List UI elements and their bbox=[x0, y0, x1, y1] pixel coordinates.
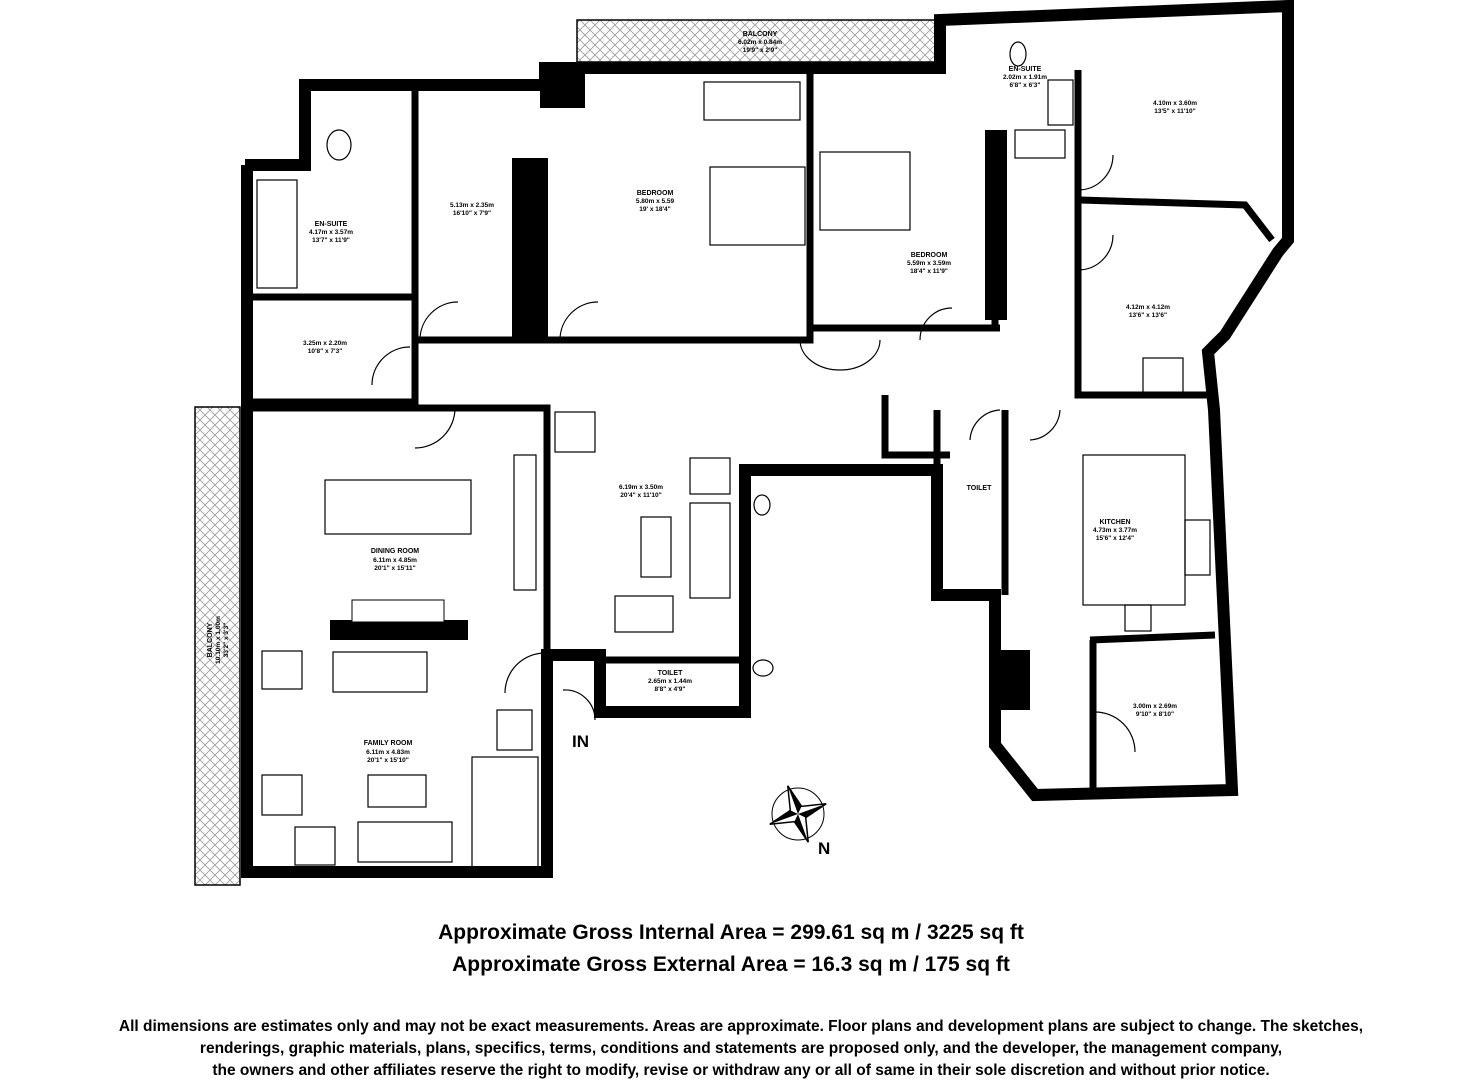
svg-text:BALCONY: BALCONY bbox=[743, 31, 778, 38]
svg-text:3.25m x 2.20m: 3.25m x 2.20m bbox=[303, 340, 347, 347]
svg-text:6.19m x 3.50m: 6.19m x 3.50m bbox=[619, 484, 663, 491]
svg-text:2.65m x 1.44m: 2.65m x 1.44m bbox=[648, 678, 692, 685]
svg-text:EN-SUITE: EN-SUITE bbox=[315, 221, 348, 228]
svg-text:9'10" x 8'10": 9'10" x 8'10" bbox=[1136, 711, 1174, 718]
svg-text:4.73m x 3.77m: 4.73m x 3.77m bbox=[1093, 527, 1137, 534]
svg-text:5.13m x 2.35m: 5.13m x 2.35m bbox=[450, 202, 494, 209]
svg-text:6.11m x 4.85m: 6.11m x 4.85m bbox=[373, 557, 417, 564]
svg-text:2.02m x 1.91m: 2.02m x 1.91m bbox=[1003, 74, 1047, 81]
svg-text:20'4" x 11'10": 20'4" x 11'10" bbox=[620, 492, 661, 499]
svg-text:4.10m x 3.60m: 4.10m x 3.60m bbox=[1153, 100, 1197, 107]
svg-text:10'8" x 7'3": 10'8" x 7'3" bbox=[308, 348, 343, 355]
svg-text:EN-SUITE: EN-SUITE bbox=[1009, 66, 1042, 73]
svg-text:13'5" x 11'10": 13'5" x 11'10" bbox=[1154, 108, 1195, 115]
disclaimer-line: All dimensions are estimates only and ma… bbox=[118, 1018, 1364, 1035]
svg-text:10.10m x 1.00m: 10.10m x 1.00m bbox=[215, 616, 222, 664]
interior-walls bbox=[247, 62, 1275, 790]
balcony-left bbox=[194, 406, 241, 886]
doors bbox=[371, 154, 1136, 753]
svg-text:16'10" x 7'9": 16'10" x 7'9" bbox=[453, 210, 491, 217]
gross-internal-area: Approximate Gross Internal Area = 299.61… bbox=[438, 921, 1024, 944]
svg-text:5.80m x 5.59: 5.80m x 5.59 bbox=[636, 198, 675, 205]
compass-north-label: N bbox=[818, 839, 830, 858]
svg-text:6.11m x 4.83m: 6.11m x 4.83m bbox=[366, 749, 410, 756]
svg-text:4.12m x 4.12m: 4.12m x 4.12m bbox=[1126, 304, 1170, 311]
entrance-label: IN bbox=[572, 732, 589, 751]
gross-external-area: Approximate Gross External Area = 16.3 s… bbox=[452, 953, 1010, 976]
exterior-walls bbox=[241, 0, 1294, 878]
svg-text:KITCHEN: KITCHEN bbox=[1099, 519, 1130, 526]
svg-text:8'8" x 4'9": 8'8" x 4'9" bbox=[655, 686, 686, 693]
svg-text:BEDROOM: BEDROOM bbox=[911, 252, 948, 259]
svg-text:TOILET: TOILET bbox=[658, 670, 683, 677]
disclaimer: All dimensions are estimates only and ma… bbox=[0, 1016, 1482, 1082]
svg-text:TOILET: TOILET bbox=[967, 485, 992, 492]
compass-icon bbox=[769, 785, 827, 843]
disclaimer-line: renderings, graphic materials, plans, sp… bbox=[199, 1040, 1283, 1057]
svg-text:FAMILY ROOM: FAMILY ROOM bbox=[364, 740, 413, 747]
svg-text:4.17m x 3.57m: 4.17m x 3.57m bbox=[309, 229, 353, 236]
svg-text:33'2" x 3'3": 33'2" x 3'3" bbox=[223, 623, 230, 658]
svg-text:18'4" x 11'9": 18'4" x 11'9" bbox=[910, 268, 948, 275]
furniture bbox=[256, 41, 1211, 868]
svg-text:5.59m x 3.59m: 5.59m x 3.59m bbox=[907, 260, 951, 267]
svg-text:15'6" x 12'4": 15'6" x 12'4" bbox=[1096, 535, 1134, 542]
svg-text:19' x 18'4": 19' x 18'4" bbox=[639, 206, 670, 213]
svg-text:6'8" x 6'3": 6'8" x 6'3" bbox=[1010, 82, 1041, 89]
svg-text:19'9" x 2'9": 19'9" x 2'9" bbox=[743, 47, 778, 54]
svg-text:DINING ROOM: DINING ROOM bbox=[371, 548, 419, 555]
disclaimer-line: the owners and other affiliates reserve … bbox=[212, 1062, 1270, 1079]
svg-text:13'7" x 11'9": 13'7" x 11'9" bbox=[312, 237, 350, 244]
room-toilet-center: TOILET bbox=[967, 485, 992, 492]
svg-text:6.02m x 0.84m: 6.02m x 0.84m bbox=[738, 39, 782, 46]
svg-text:20'1" x 15'10": 20'1" x 15'10" bbox=[367, 757, 409, 764]
svg-text:3.00m x 2.69m: 3.00m x 2.69m bbox=[1133, 703, 1177, 710]
svg-text:20'1" x 15'11": 20'1" x 15'11" bbox=[374, 565, 415, 572]
svg-text:13'6" x 13'6": 13'6" x 13'6" bbox=[1129, 312, 1167, 319]
svg-text:BALCONY: BALCONY bbox=[207, 622, 214, 657]
balcony-top bbox=[576, 19, 941, 63]
svg-text:BEDROOM: BEDROOM bbox=[637, 190, 674, 197]
